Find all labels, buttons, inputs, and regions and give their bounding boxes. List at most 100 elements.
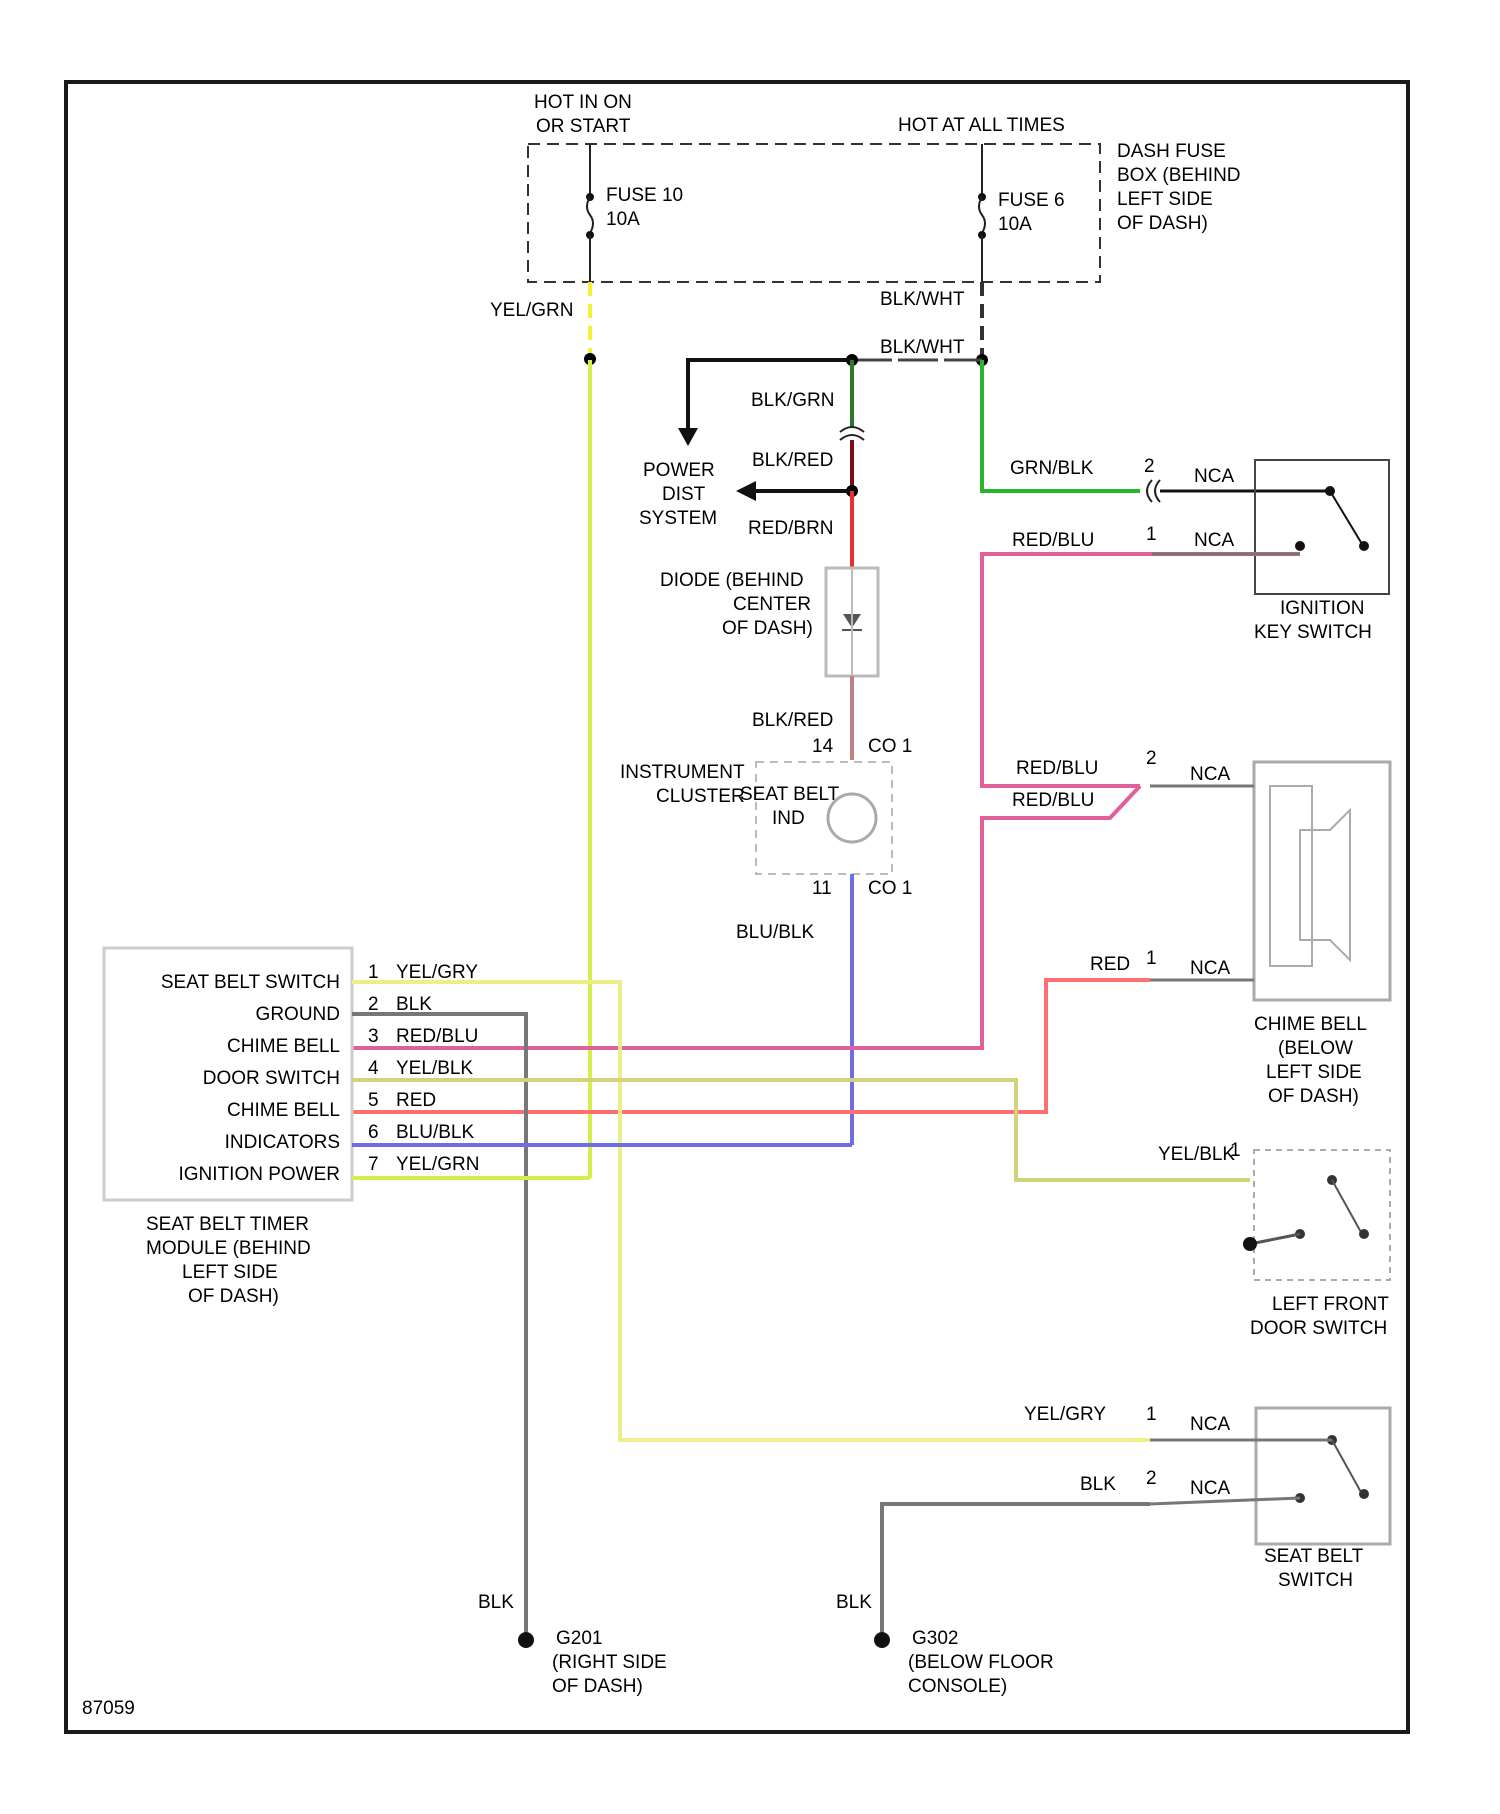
chime-wire-bot: RED [1090, 954, 1130, 975]
module-row-label: CHIME BELL [227, 1100, 340, 1121]
wire-yel-blk [352, 1080, 1250, 1180]
svg-text:IGNITION: IGNITION [1280, 598, 1364, 619]
fuse-box-label-3: LEFT SIDE [1117, 189, 1213, 210]
ign-pin2: 2 [1144, 456, 1155, 477]
svg-text:LEFT FRONT: LEFT FRONT [1272, 1294, 1389, 1315]
label-cluster-in: BLK/RED [752, 710, 833, 731]
fuse-box-label-4: OF DASH) [1117, 213, 1208, 234]
label-blk-red: BLK/RED [752, 450, 833, 471]
svg-text:NCA: NCA [1190, 1414, 1230, 1435]
module-row-wire: RED [396, 1090, 436, 1111]
left-front-door-switch: YEL/BLK 1 LEFT FRONT DOOR SWITCH [1158, 1140, 1390, 1339]
svg-text:(RIGHT SIDE: (RIGHT SIDE [552, 1652, 667, 1673]
chime-pin-top: 2 [1146, 748, 1157, 769]
svg-text:(BELOW FLOOR: (BELOW FLOOR [908, 1652, 1054, 1673]
svg-text:1: 1 [1146, 1404, 1157, 1425]
wire-red-blu-module [352, 786, 1140, 1048]
fuse-10: FUSE 10 10A [586, 144, 683, 282]
module-row-pin: 7 [368, 1154, 379, 1175]
label-red-blu: RED/BLU [1012, 530, 1094, 551]
module-row-pin: 4 [368, 1058, 379, 1079]
svg-text:1: 1 [1230, 1140, 1241, 1161]
seat-belt-switch: YEL/GRY 1 NCA BLK 2 NCA SEAT BELT SWITCH [1024, 1404, 1390, 1591]
svg-text:YEL/BLK: YEL/BLK [1158, 1144, 1235, 1165]
label-blk-wht-1: BLK/WHT [880, 289, 965, 310]
svg-text:OF DASH): OF DASH) [552, 1676, 643, 1697]
hot-run-label-1: HOT IN ON [534, 92, 632, 113]
module-row-wire: BLK [396, 994, 432, 1015]
power-dist-2: DIST [662, 484, 706, 505]
module-row-wire: RED/BLU [396, 1026, 478, 1047]
svg-text:FUSE 10: FUSE 10 [606, 185, 683, 206]
svg-text:2: 2 [1146, 1468, 1157, 1489]
ground-g201: BLK G201 (RIGHT SIDE OF DASH) [478, 1592, 667, 1697]
chime-nca-bot: NCA [1190, 958, 1230, 979]
chime-bell: CHIME BELL (BELOW LEFT SIDE OF DASH) [1254, 762, 1390, 1107]
svg-text:CO 1: CO 1 [868, 878, 912, 899]
fuse-box-label-1: DASH FUSE [1117, 141, 1226, 162]
arrow-head-2 [736, 481, 756, 501]
svg-text:BLK: BLK [1080, 1474, 1116, 1495]
wire-yel-gry [352, 982, 1150, 1440]
module-row-pin: 3 [368, 1026, 379, 1047]
ground-g302: BLK G302 (BELOW FLOOR CONSOLE) [836, 1592, 1054, 1697]
svg-text:OF DASH): OF DASH) [1268, 1086, 1359, 1107]
label-red-brn: RED/BRN [748, 518, 834, 539]
figure-id: 87059 [82, 1698, 135, 1719]
module-row-pin: 2 [368, 994, 379, 1015]
svg-text:SEAT BELT TIMER: SEAT BELT TIMER [146, 1214, 309, 1235]
svg-text:DIODE (BEHIND: DIODE (BEHIND [660, 570, 804, 591]
svg-text:14: 14 [812, 736, 834, 757]
svg-text:LEFT SIDE: LEFT SIDE [182, 1262, 278, 1283]
instrument-cluster: 14 CO 1 11 CO 1 INSTRUMENT CLUSTER SEAT … [620, 736, 912, 899]
connector-ign-pin2 [1147, 480, 1160, 502]
label-yel-grn: YEL/GRN [490, 300, 573, 321]
module-row-wire: BLU/BLK [396, 1122, 474, 1143]
wire-blk-ground-2 [882, 1504, 1150, 1612]
svg-text:10A: 10A [998, 214, 1032, 235]
svg-text:CENTER: CENTER [733, 594, 811, 615]
svg-text:CONSOLE): CONSOLE) [908, 1676, 1007, 1697]
svg-text:OF DASH): OF DASH) [188, 1286, 279, 1307]
power-dist-1: POWER [643, 460, 715, 481]
svg-text:CLUSTER: CLUSTER [656, 786, 745, 807]
svg-text:G302: G302 [912, 1628, 958, 1649]
svg-text:(BELOW: (BELOW [1278, 1038, 1353, 1059]
module-row-label: CHIME BELL [227, 1036, 340, 1057]
svg-text:SEAT BELT: SEAT BELT [1264, 1546, 1364, 1567]
label-blu-blk: BLU/BLK [736, 922, 814, 943]
label-blk-wht-2: BLK/WHT [880, 337, 965, 358]
label-grn-blk: GRN/BLK [1010, 458, 1094, 479]
seat-belt-timer-module: SEAT BELT SWITCH 1 YEL/GRY GROUND 2 BLK CHIME … [104, 948, 479, 1307]
module-row-label: INDICATORS [225, 1132, 340, 1153]
ign-nca1: NCA [1194, 530, 1234, 551]
fuse-6: FUSE 6 10A [978, 144, 1065, 282]
module-row-pin: 6 [368, 1122, 379, 1143]
svg-text:10A: 10A [606, 209, 640, 230]
ign-pin1: 1 [1146, 524, 1157, 545]
svg-text:FUSE 6: FUSE 6 [998, 190, 1065, 211]
svg-text:BLK: BLK [478, 1592, 514, 1613]
chime-wire-top: RED/BLU [1016, 758, 1098, 779]
module-row-wire: YEL/BLK [396, 1058, 473, 1079]
power-dist-3: SYSTEM [639, 508, 717, 529]
module-row-label: IGNITION POWER [179, 1164, 341, 1185]
hot-always-label: HOT AT ALL TIMES [898, 115, 1065, 136]
svg-text:11: 11 [812, 878, 832, 899]
svg-text:YEL/GRY: YEL/GRY [1024, 1404, 1106, 1425]
module-row-wire: YEL/GRY [396, 962, 478, 983]
module-row-label: DOOR SWITCH [203, 1068, 340, 1089]
svg-text:INSTRUMENT: INSTRUMENT [620, 762, 745, 783]
svg-text:KEY SWITCH: KEY SWITCH [1254, 622, 1372, 643]
chime-nca-top: NCA [1190, 764, 1230, 785]
ignition-key-switch: IGNITION KEY SWITCH [1254, 460, 1389, 643]
module-row-label: GROUND [256, 1004, 340, 1025]
arrow-head-1 [678, 428, 698, 446]
svg-text:CHIME BELL: CHIME BELL [1254, 1014, 1367, 1035]
svg-text:SEAT BELT: SEAT BELT [740, 784, 840, 805]
wire-red-blu [982, 554, 1300, 786]
module-row-pin: 1 [368, 962, 379, 983]
module-row-label: SEAT BELT SWITCH [161, 972, 340, 993]
fuse-box-label-2: BOX (BEHIND [1117, 165, 1241, 186]
